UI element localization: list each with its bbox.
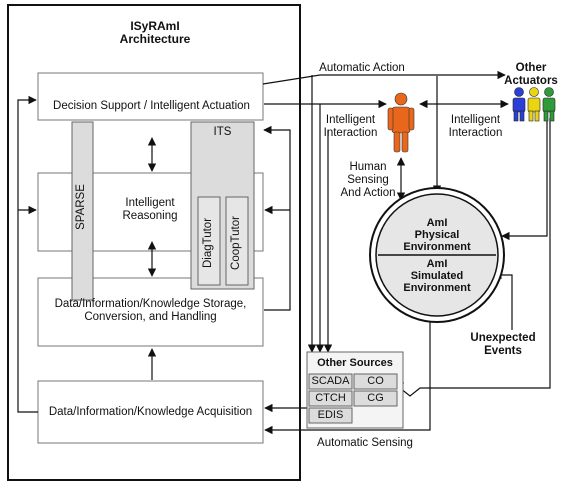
acquisition-label: Data/Information/Knowledge Acquisition [48,406,253,418]
human-sensing-line1: Human [349,161,387,173]
intelligent-reasoning-label-line1: Intelligent [125,197,175,209]
source-ctch-label: CTCH [315,392,346,404]
cooptutor-label: CoopTutor [230,216,242,270]
other-sources-title: Other Sources [317,357,393,369]
decision-support-label: Decision Support / Intelligent Actuation [53,100,250,112]
diagtutor-bar [197,196,221,286]
source-edis [308,407,353,424]
storage-label-line2: Conversion, and Handling [84,311,217,323]
intelligent-interaction-right-line1: Intelligent [450,114,501,126]
intelligent-interaction-left-line1: Intelligent [325,114,376,126]
actuator-blue-icon [512,87,526,122]
right-internal-loop [263,125,291,311]
acquisition-box [37,380,264,444]
simulated-env-line1: AmI [426,258,448,270]
source-co [353,373,398,390]
source-scada [308,373,353,390]
cooptutor-bar [225,196,249,286]
physical-env-line1: AmI [426,217,448,229]
intelligent-reasoning-label-line2: Reasoning [122,210,178,222]
architecture-title-line2: Architecture [119,32,191,46]
architecture-title-line1: ISyRAmI [130,19,180,33]
physical-env-line2: Physical [414,229,460,241]
decision-support-box [37,72,264,121]
actuators-to-environment-line [501,118,548,241]
source-edis-label: EDIS [317,409,344,421]
intelligent-interaction-right-line2: Interaction [448,127,503,139]
other-actuators-line2: Actuators [504,75,558,87]
human-sensing-line3: And Action [340,187,396,199]
automatic-action-label: Automatic Action [319,62,405,74]
automatic-sensing-label: Automatic Sensing [317,437,413,449]
simulated-env-line3: Environment [403,282,471,294]
its-label: ITS [213,126,232,138]
intelligent-interaction-left-line2: Interaction [323,127,378,139]
source-ctch [308,390,353,407]
human-sensing-line2: Sensing [347,174,389,186]
automatic-sensing-line [264,305,431,435]
unexpected-events-line2: Events [484,345,522,357]
source-scada-label: SCADA [311,375,350,387]
storage-label-line1: Data/Information/Knowledge Storage, [54,298,247,310]
diagtutor-label: DiagTutor [202,217,214,269]
human-operator-icon [387,92,415,153]
simulated-env-line2: Simulated [410,270,464,282]
source-co-label: CO [367,375,384,387]
sparse-label: SPARSE [75,184,87,230]
left-feedback-loop [17,95,38,413]
actuator-green-icon [542,87,556,122]
source-cg-label: CG [367,392,384,404]
unexpected-events-line1: Unexpected [470,332,536,344]
actuator-yellow-icon [527,87,541,122]
physical-env-line3: Environment [403,241,471,253]
other-actuators-line1: Other [515,62,547,74]
automatic-action-line [262,70,506,85]
source-cg [353,390,398,407]
sparse-bar [71,121,94,301]
